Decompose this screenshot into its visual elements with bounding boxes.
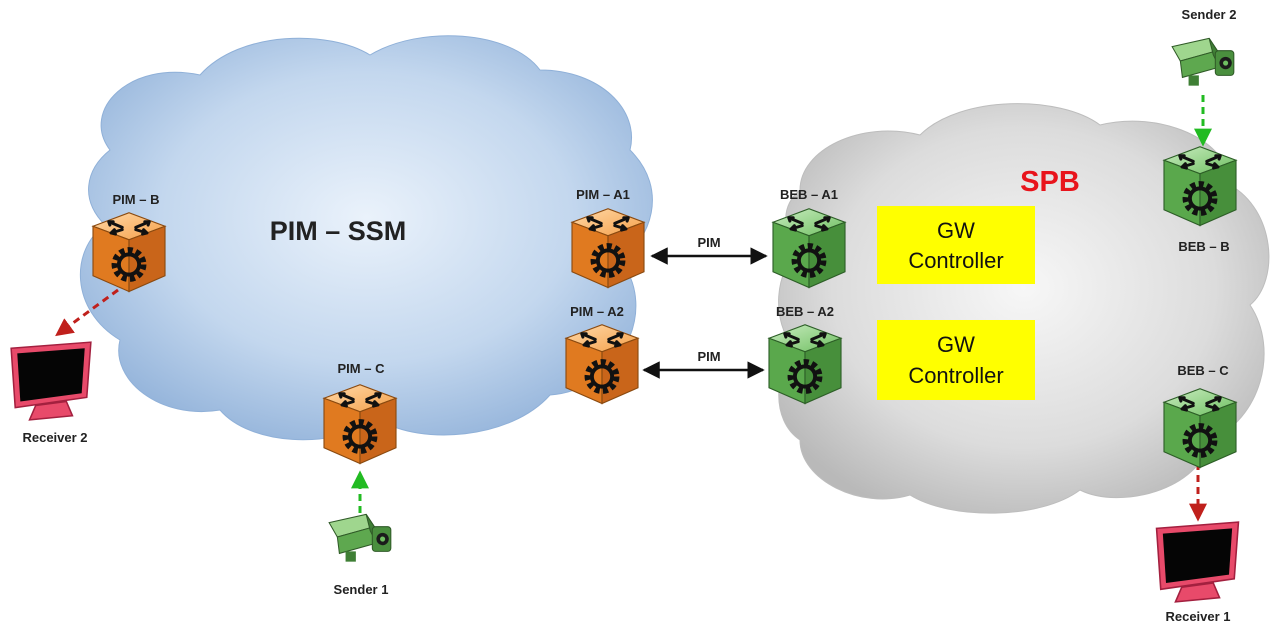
router-pim-c: PIM – C: [324, 361, 396, 464]
router-beb-a1: BEB – A1: [773, 187, 845, 288]
gw-controller-1: GW Controller: [877, 206, 1035, 284]
pim-link-2-label: PIM: [697, 349, 720, 364]
receiver-2: Receiver 2: [10, 341, 92, 445]
router-beb-a2: BEB – A2: [769, 304, 841, 404]
camera-icon: [328, 513, 392, 563]
pim-ssm-label: PIM – SSM: [270, 216, 407, 246]
sender-2-label: Sender 2: [1182, 7, 1237, 22]
router-pim-a2: PIM – A2: [566, 304, 638, 404]
monitor-icon: [10, 341, 92, 421]
pim-link-1-label: PIM: [697, 235, 720, 250]
gw-controller-2: GW Controller: [877, 320, 1035, 400]
pim-ssm-cloud: [79, 35, 653, 441]
receiver-1: Receiver 1: [1155, 521, 1240, 624]
router-pim-b: PIM – B: [93, 192, 165, 292]
router-beb-b: BEB – B: [1164, 147, 1236, 254]
sender-1: Sender 1: [328, 513, 392, 597]
router-beb-a1-label: BEB – A1: [780, 187, 838, 202]
pim-link-1: PIM: [650, 235, 768, 265]
sender-1-label: Sender 1: [334, 582, 389, 597]
router-beb-c-label: BEB – C: [1177, 363, 1229, 378]
gw-controller-1-line2: Controller: [908, 248, 1003, 273]
sender-2: Sender 2: [1171, 7, 1237, 87]
router-pim-a1: PIM – A1: [572, 187, 644, 288]
router-pim-a1-label: PIM – A1: [576, 187, 630, 202]
gw-controller-2-line1: GW: [937, 332, 975, 357]
receiver-2-label: Receiver 2: [22, 430, 87, 445]
camera-icon: [1171, 37, 1235, 87]
router-pim-b-label: PIM – B: [113, 192, 160, 207]
monitor-icon: [1155, 521, 1240, 603]
receiver-1-label: Receiver 1: [1165, 609, 1230, 624]
gw-controller-1-line1: GW: [937, 218, 975, 243]
receiver-2-flow: [55, 288, 119, 337]
router-pim-c-label: PIM – C: [338, 361, 386, 376]
router-beb-b-label: BEB – B: [1178, 239, 1229, 254]
gw-controller-2-line2: Controller: [908, 363, 1003, 388]
pim-link-2: PIM: [642, 349, 765, 379]
router-beb-a2-label: BEB – A2: [776, 304, 834, 319]
router-beb-c: BEB – C: [1164, 363, 1236, 468]
router-pim-a2-label: PIM – A2: [570, 304, 624, 319]
spb-label: SPB: [1020, 166, 1080, 198]
